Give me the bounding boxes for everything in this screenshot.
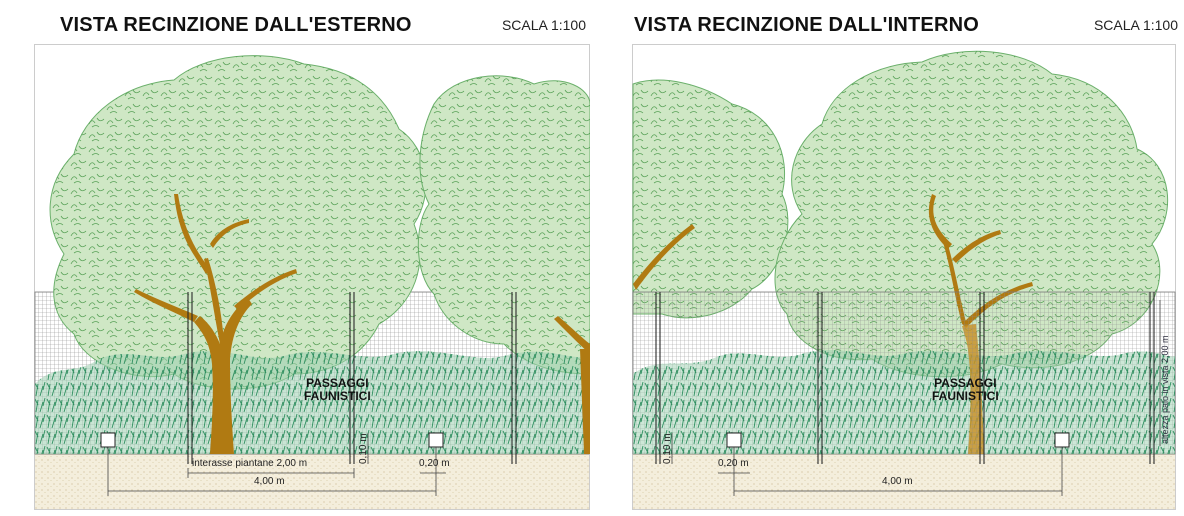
ground [35, 454, 589, 509]
fence-elevation-drawing: PASSAGGI FAUNISTICI interasse piantane 2… [34, 44, 590, 510]
post-height-label: altezza palo in vista 2,00 m [1160, 335, 1170, 444]
dimension-passage-width: 0,20 m [419, 458, 450, 469]
wildlife-passage [726, 432, 742, 448]
fence-posts [187, 292, 517, 464]
dimension-lines [671, 300, 1161, 496]
fence-posts [655, 292, 1155, 464]
passage-label-line: PASSAGGI [934, 376, 997, 390]
fence-drawing-svg [34, 44, 590, 510]
scale-label: SCALA 1:100 [501, 17, 586, 33]
passage-label-line: FAUNISTICI [304, 389, 371, 403]
scale-label: SCALA 1:100 [1093, 17, 1178, 33]
dimension-passage-width: 0,20 m [718, 458, 749, 469]
ground [633, 454, 1175, 509]
dimension-lines [107, 433, 446, 496]
passage-label: PASSAGGI FAUNISTICI [932, 377, 999, 403]
panel-title: VISTA RECINZIONE DALL'ESTERNO [60, 14, 412, 36]
shrub-row [633, 350, 1175, 454]
dimension-total-width: 4,00 m [882, 476, 913, 487]
wildlife-passage [100, 432, 116, 448]
dimension-post-spacing: interasse piantane 2,00 m [192, 458, 308, 469]
tree-canopy-partial [632, 79, 789, 319]
tree-trunk [134, 194, 297, 454]
fence-drawing-svg [632, 44, 1176, 510]
dimension-passage-height: 0,10 m [662, 433, 673, 464]
fence-elevation-drawing: PASSAGGI FAUNISTICI 0,10 m 0,20 m 4,00 m… [632, 44, 1184, 510]
shrub-row [35, 351, 589, 454]
wildlife-passage [1054, 432, 1070, 448]
panel-title: VISTA RECINZIONE DALL'INTERNO [634, 14, 979, 36]
passage-label-line: PASSAGGI [306, 376, 369, 390]
wildlife-passage [428, 432, 444, 448]
panel-interior-view: VISTA RECINZIONE DALL'INTERNO SCALA 1:10… [592, 0, 1184, 516]
dimension-passage-height: 0,10 m [358, 433, 369, 464]
dimension-total-width: 4,00 m [254, 476, 285, 487]
passage-label-line: FAUNISTICI [932, 389, 999, 403]
panel-exterior-view: VISTA RECINZIONE DALL'ESTERNO SCALA 1:10… [34, 14, 590, 510]
passage-label: PASSAGGI FAUNISTICI [304, 377, 371, 403]
tree-canopy-partial [417, 75, 590, 375]
